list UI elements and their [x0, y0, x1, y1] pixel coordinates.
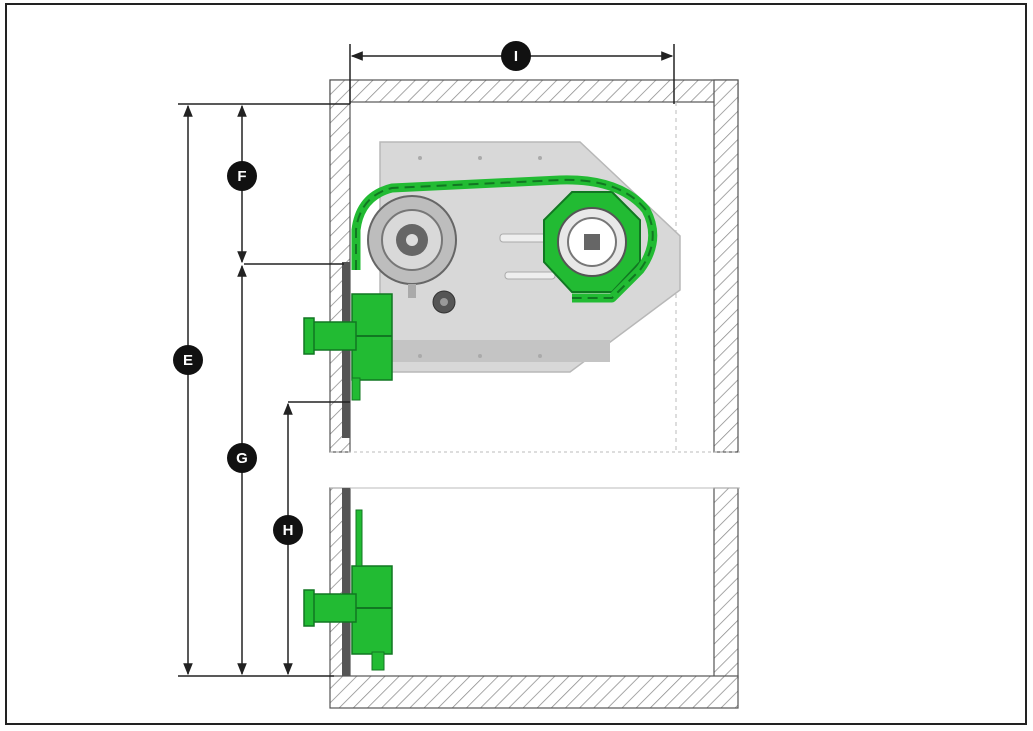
drive-sprocket — [543, 191, 641, 293]
door-edge-lower — [342, 488, 350, 676]
outer-border — [5, 3, 1027, 725]
upper-bracket — [303, 293, 393, 401]
label-i-marker: I — [501, 41, 531, 71]
right-wall-lower — [713, 487, 739, 679]
motor-pulley — [367, 195, 457, 298]
ceiling-wall — [329, 79, 739, 103]
label-e: E — [183, 352, 193, 369]
label-h: H — [283, 522, 294, 539]
right-wall-upper — [713, 79, 739, 453]
plate-rail — [380, 340, 610, 362]
floor-wall — [329, 675, 739, 709]
label-g-marker: G — [227, 443, 257, 473]
label-f-marker: F — [227, 161, 257, 191]
plate-screws — [418, 156, 542, 358]
label-h-marker: H — [273, 515, 303, 545]
lower-bracket — [303, 509, 393, 671]
label-i: I — [514, 48, 518, 65]
label-f: F — [237, 168, 246, 185]
label-e-marker: E — [173, 345, 203, 375]
label-g: G — [236, 450, 248, 467]
